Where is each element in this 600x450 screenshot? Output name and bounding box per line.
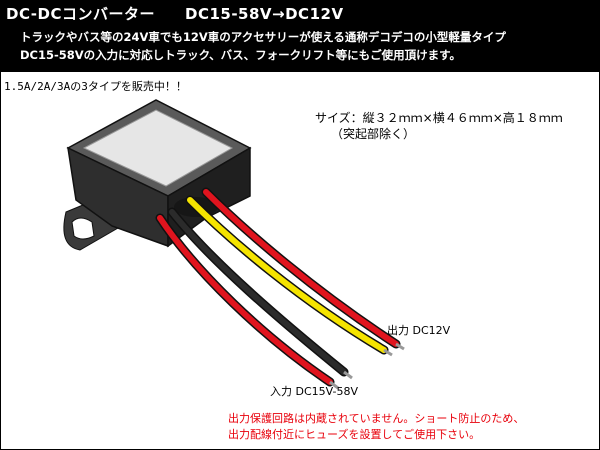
warning-line-1: 出力保護回路は内蔵されていません。ショート防止のため、 bbox=[228, 412, 525, 425]
mounting-hole bbox=[71, 217, 95, 240]
dimensions-note: （突起部除く） bbox=[331, 127, 416, 141]
case-front bbox=[67, 146, 169, 248]
input-label: 入力 DC15V-58V bbox=[270, 385, 359, 398]
description-line-2: DC15-58Vの入力に対応しトラック、バス、フォークリフト等にもご使用頂けます… bbox=[20, 48, 461, 62]
description-line-1: トラックやバス等の24V車でも12V車のアクセサリーが使える通称デコデコの小型軽… bbox=[20, 30, 506, 44]
wire-tip bbox=[343, 370, 353, 380]
output-label: 出力 DC12V bbox=[387, 324, 451, 337]
wire-tip bbox=[383, 348, 393, 357]
title-voltage: DC15-58V→DC12V bbox=[185, 5, 344, 23]
wire-tip bbox=[329, 380, 339, 390]
wire-output-red bbox=[201, 187, 401, 349]
dimensions-text: サイズ：縦３２ｍｍ×横４６ｍｍ×高１８ｍｍ bbox=[315, 111, 563, 125]
availability-note: 1.5A/2A/3Aの3タイプを販売中！！ bbox=[4, 80, 187, 93]
warning-line-2: 出力配線付近にヒューズを設置してご使用下さい。 bbox=[228, 428, 481, 441]
page-title: DC-DCコンバーター DC15-58V→DC12V bbox=[6, 3, 344, 24]
warning-note: 出力保護回路は内蔵されていません。ショート防止のため、 出力配線付近にヒューズを… bbox=[228, 411, 524, 443]
wire-tip bbox=[395, 342, 405, 351]
case-label-panel bbox=[82, 109, 234, 187]
title-product: DC-DCコンバーター bbox=[6, 5, 155, 23]
header-banner: DC-DCコンバーター DC15-58V→DC12V トラックやバス等の24V車で… bbox=[0, 0, 600, 72]
dimensions-block: サイズ：縦３２ｍｍ×横４６ｍｍ×高１８ｍｍ （突起部除く） bbox=[315, 110, 563, 142]
